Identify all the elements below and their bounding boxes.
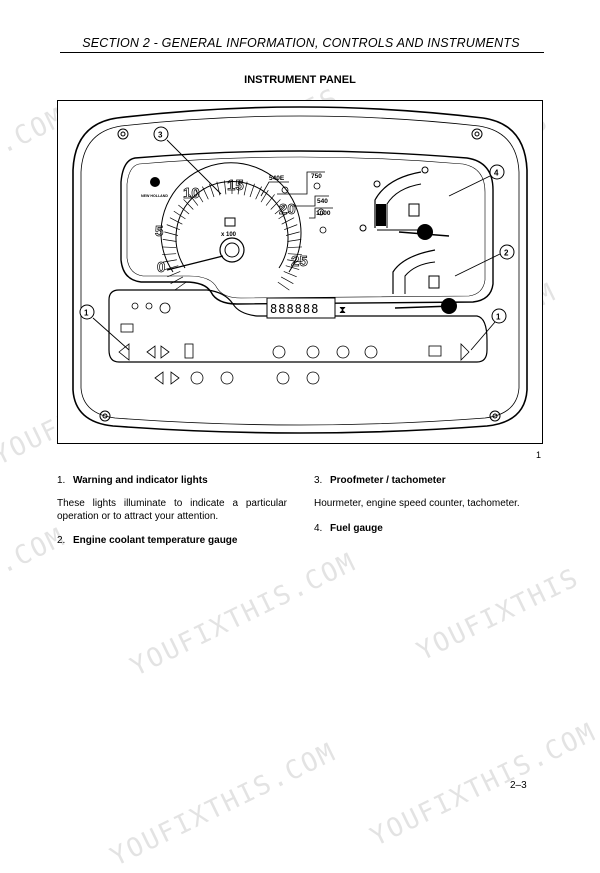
tach-segment <box>287 246 302 248</box>
fuel-pump-icon <box>408 203 420 217</box>
pto-label: 540 <box>317 198 328 205</box>
pto-label: 750 <box>311 173 322 180</box>
tach-tick-label: 15 <box>227 177 244 194</box>
tach-segment <box>202 186 209 200</box>
coolant-temp-icon <box>428 275 440 289</box>
tach-segment <box>162 246 177 248</box>
tach-segment <box>283 271 297 278</box>
tach-segment <box>249 183 255 198</box>
callout-number: 4 <box>494 169 499 178</box>
section-header: SECTION 2 - GENERAL INFORMATION, CONTROL… <box>82 36 520 50</box>
tach-segment <box>265 194 275 206</box>
tach-segment <box>183 199 194 210</box>
watermark: YOUFIXTHIS.COM <box>125 547 362 683</box>
pto-icon <box>281 182 327 234</box>
svg-text:888888: 888888 <box>270 302 319 316</box>
screw-icon <box>99 128 501 422</box>
tach-segment <box>277 281 290 291</box>
tach-segment <box>243 181 248 196</box>
tach-segment <box>162 239 177 242</box>
tach-segment <box>209 183 215 198</box>
callout-number: 3 <box>158 131 163 140</box>
tach-segment <box>270 199 281 210</box>
tach-segment <box>281 217 295 225</box>
tach-segment <box>166 224 180 231</box>
item-1-description: These lights illuminate to indicate a pa… <box>57 498 287 522</box>
callout-number: 2 <box>504 249 509 258</box>
engine-icon <box>224 217 236 227</box>
tach-segment <box>286 231 300 236</box>
tach-segment <box>178 204 190 215</box>
tach-tick-label: 25 <box>291 253 308 270</box>
tach-segment <box>237 180 240 195</box>
page-title: INSTRUMENT PANEL <box>244 74 356 86</box>
tach-tick-label: 20 <box>279 201 296 218</box>
tach-segment <box>260 189 269 203</box>
tach-segment <box>284 224 298 231</box>
tach-segment <box>274 204 286 215</box>
fuel-gauge <box>359 166 450 240</box>
figure-number: 1 <box>536 450 542 460</box>
tach-multiplier: x 100 <box>221 232 237 238</box>
callout-number: 1 <box>496 313 501 322</box>
tachometer: 0 5 10 15 20 25 x 100 NEW HOLLAND 540E 7… <box>141 162 333 291</box>
tach-tick-label: 10 <box>183 185 200 202</box>
watermark: YOUFIXTHIS.COM <box>365 717 600 853</box>
tach-segment <box>170 276 184 284</box>
tach-segment <box>163 259 177 263</box>
odometer: 888888 ⧗ <box>266 297 346 319</box>
watermark: YOUFIXTHIS <box>412 562 585 668</box>
tach-segment <box>287 253 302 255</box>
callout-number: 1 <box>84 309 89 318</box>
tach-segment <box>189 194 199 206</box>
warning-lights <box>118 302 470 385</box>
tach-segment <box>162 253 177 255</box>
callouts <box>79 126 515 324</box>
tach-segment <box>169 217 183 225</box>
tach-segment <box>195 189 204 203</box>
page-number: 2–3 <box>510 780 527 791</box>
item-3-description: Hourmeter, engine speed counter, tachome… <box>314 498 520 509</box>
tach-segments <box>162 180 302 291</box>
tach-segment <box>278 210 291 220</box>
hourglass-icon: ⧗ <box>339 305 346 316</box>
tach-segment <box>164 265 179 270</box>
tach-segment <box>280 276 294 284</box>
tach-segment <box>174 281 187 291</box>
header-rule <box>60 52 544 53</box>
instrument-panel-figure: 0 5 10 15 20 25 x 100 NEW HOLLAND 540E 7… <box>57 100 543 444</box>
tach-tick-label: 0 <box>157 259 165 276</box>
tach-segment <box>173 210 186 220</box>
coolant-gauge <box>392 249 457 314</box>
item-4: 4.Fuel gauge <box>314 523 383 534</box>
tach-segment <box>167 271 181 278</box>
tach-segment <box>255 186 262 200</box>
tach-tick-label: 5 <box>155 223 163 240</box>
item-3: 3.Proofmeter / tachometer <box>314 475 446 486</box>
tach-segment <box>216 181 221 196</box>
tach-segment <box>287 259 301 263</box>
tach-segment <box>285 265 300 270</box>
item-1: 1.Warning and indicator lights <box>57 475 208 486</box>
pto-label: 540E <box>269 175 285 182</box>
callout-leaders <box>92 139 501 351</box>
brand-logo: NEW HOLLAND <box>141 177 168 198</box>
item-2: 2.Engine coolant temperature gauge <box>57 535 238 546</box>
watermark: YOUFIXTHIS.COM <box>105 737 342 873</box>
watermark: S.COM <box>0 522 71 588</box>
svg-text:NEW HOLLAND: NEW HOLLAND <box>141 194 168 198</box>
tach-segment <box>224 180 227 195</box>
tach-segment <box>287 239 302 242</box>
tach-segment <box>164 231 178 236</box>
